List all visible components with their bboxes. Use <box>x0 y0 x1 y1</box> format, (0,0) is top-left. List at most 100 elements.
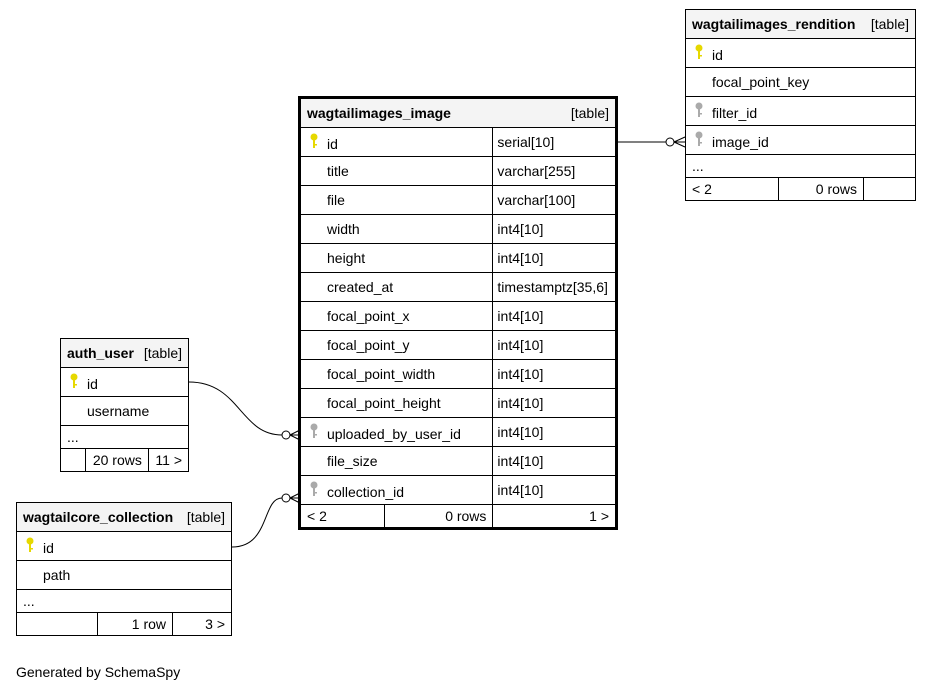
column-name: focal_point_width <box>327 366 436 382</box>
parents-link[interactable]: < 2 <box>298 504 386 529</box>
column-row[interactable]: uploaded_by_user_id int4[10] <box>298 417 617 447</box>
column-type: varchar[100] <box>492 185 617 215</box>
column-name: focal_point_x <box>327 308 410 324</box>
column-name-cell[interactable]: image_id <box>685 125 916 155</box>
column-name: id <box>712 46 723 63</box>
column-type: int4[10] <box>492 243 617 273</box>
edge-zero-marker <box>665 137 675 147</box>
column-row[interactable]: id <box>16 531 232 561</box>
column-name-cell[interactable]: created_at <box>298 272 494 302</box>
column-row[interactable]: id <box>60 367 189 397</box>
column-name-cell[interactable]: focal_point_key <box>685 67 916 97</box>
generated-by-footer: Generated by SchemaSpy <box>16 664 181 680</box>
column-name-cell[interactable]: username <box>60 396 189 426</box>
table-name: wagtailimages_rendition <box>692 16 856 32</box>
column-row[interactable]: image_id <box>685 125 916 155</box>
ellipsis-row: ... <box>685 154 916 178</box>
table-type: [table] <box>570 105 609 121</box>
column-name: username <box>87 403 150 419</box>
table-header[interactable]: wagtailimages_image [table] <box>299 97 617 128</box>
column-row[interactable]: focal_point_x int4[10] <box>298 301 617 331</box>
column-name-cell[interactable]: collection_id <box>298 475 494 505</box>
children-link[interactable]: 3 > <box>172 612 232 636</box>
column-name-cell[interactable]: uploaded_by_user_id <box>298 417 494 447</box>
edge-user-to-image <box>188 381 283 436</box>
column-type: int4[10] <box>492 301 617 331</box>
column-name-cell[interactable]: filter_id <box>685 96 916 126</box>
column-name: id <box>43 539 54 556</box>
column-name-cell[interactable]: focal_point_width <box>298 359 494 389</box>
row-count: 20 rows <box>85 448 149 472</box>
parents-link[interactable] <box>16 612 98 636</box>
table-header[interactable]: wagtailimages_rendition [table] <box>685 9 916 39</box>
column-row[interactable]: focal_point_width int4[10] <box>298 359 617 389</box>
column-type: int4[10] <box>492 446 617 476</box>
column-name: id <box>87 375 98 392</box>
column-name: focal_point_y <box>327 337 410 353</box>
table-header[interactable]: auth_user [table] <box>60 338 189 368</box>
column-name-cell[interactable]: focal_point_height <box>298 388 494 418</box>
foreign-key-icon <box>692 102 706 121</box>
column-row[interactable]: focal_point_key <box>685 67 916 97</box>
primary-key-icon <box>307 133 321 152</box>
edge-zero-marker <box>281 493 291 503</box>
column-name-cell[interactable]: file_size <box>298 446 494 476</box>
foreign-key-icon <box>307 423 321 442</box>
children-link[interactable] <box>863 177 916 201</box>
column-name-cell[interactable]: path <box>16 560 232 590</box>
column-type: int4[10] <box>492 359 617 389</box>
column-type: timestamptz[35,6] <box>492 272 617 302</box>
table-header[interactable]: wagtailcore_collection [table] <box>16 502 232 532</box>
column-name: file <box>327 192 345 208</box>
column-row[interactable]: path <box>16 560 232 590</box>
column-name-cell[interactable]: title <box>298 156 494 186</box>
column-type: int4[10] <box>492 475 617 505</box>
column-type: int4[10] <box>492 417 617 447</box>
children-link[interactable]: 1 > <box>492 504 617 529</box>
column-name-cell[interactable]: focal_point_y <box>298 330 494 360</box>
column-type: int4[10] <box>492 214 617 244</box>
table-wagtailimages-rendition[interactable]: wagtailimages_rendition [table] id focal_… <box>685 9 916 201</box>
column-name: uploaded_by_user_id <box>327 425 461 442</box>
table-type: [table] <box>186 509 225 525</box>
table-type: [table] <box>870 16 909 32</box>
foreign-key-icon <box>692 131 706 150</box>
column-type: int4[10] <box>492 388 617 418</box>
table-type: [table] <box>143 345 182 361</box>
column-name-cell[interactable]: id <box>685 38 916 68</box>
column-name-cell[interactable]: id <box>16 531 232 561</box>
parents-link[interactable]: < 2 <box>685 177 779 201</box>
column-row[interactable]: file varchar[100] <box>298 185 617 215</box>
children-link[interactable]: 11 > <box>147 448 190 472</box>
foreign-key-icon <box>307 481 321 500</box>
column-name: id <box>327 135 338 152</box>
column-name-cell[interactable]: file <box>298 185 494 215</box>
column-name-cell[interactable]: focal_point_x <box>298 301 494 331</box>
column-name-cell[interactable]: id <box>60 367 189 397</box>
column-name: focal_point_key <box>712 74 810 90</box>
column-name-cell[interactable]: height <box>298 243 494 273</box>
column-row[interactable]: id <box>685 38 916 68</box>
column-name-cell[interactable]: width <box>298 214 494 244</box>
column-row[interactable]: username <box>60 396 189 426</box>
table-name: auth_user <box>67 345 134 361</box>
row-count: 0 rows <box>778 177 864 201</box>
table-name: wagtailimages_image <box>307 105 451 121</box>
column-row[interactable]: filter_id <box>685 96 916 126</box>
column-name: image_id <box>712 133 769 150</box>
column-name: path <box>43 567 71 583</box>
column-name-cell[interactable]: id <box>298 127 494 157</box>
parents-link[interactable] <box>60 448 86 472</box>
